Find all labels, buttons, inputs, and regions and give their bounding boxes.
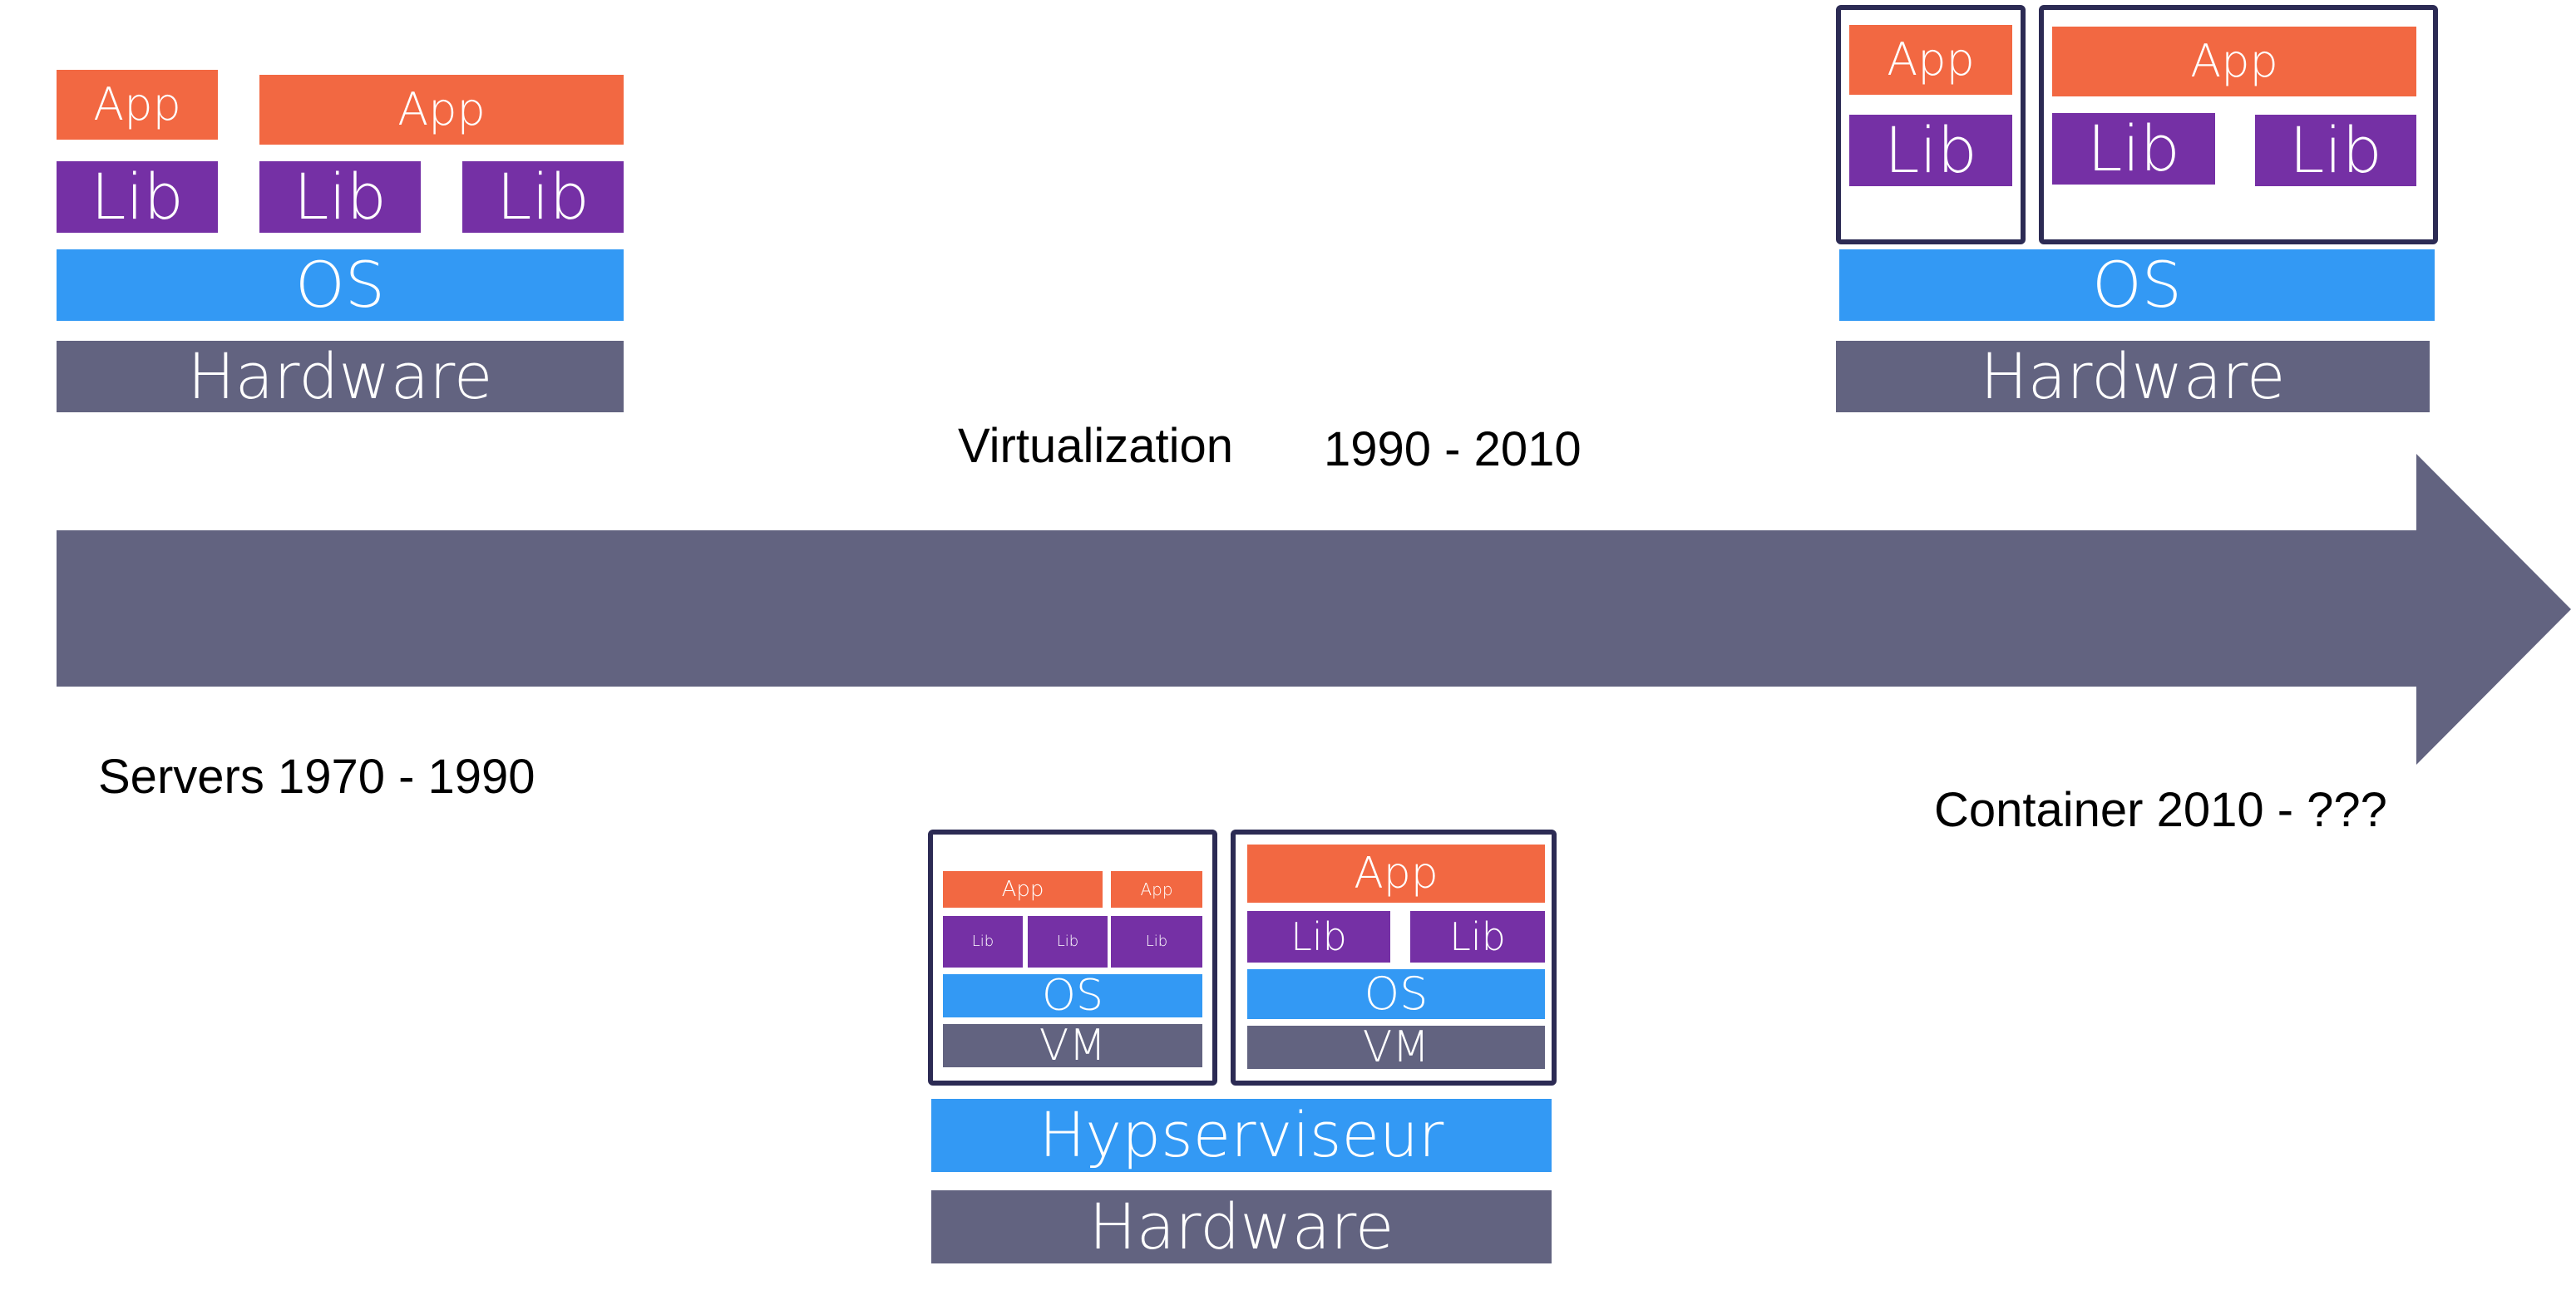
vm-2-vm: VM [1247,1026,1545,1069]
servers-era-label: Servers 1970 - 1990 [98,750,535,804]
vm-1-lib-2: Lib [1028,916,1108,968]
container-2-frame [2039,5,2438,244]
servers-lib-3: Lib [462,161,624,233]
servers-app-2: App [259,75,624,145]
container-hardware: Hardware [1836,341,2430,412]
container-era-label: Container 2010 - ??? [1934,783,2387,837]
vm-1-lib-1: Lib [943,916,1023,968]
virtualization-era-years: 1990 - 2010 [1324,422,1582,476]
virtualization-era-label: Virtualization [958,419,1234,473]
servers-os: OS [57,249,624,321]
virtualization-hardware: Hardware [931,1190,1552,1263]
hypervisor: Hypserviseur [931,1099,1552,1172]
container-1-frame [1836,5,2026,244]
vm-1-os: OS [943,974,1202,1017]
timeline-arrow-shape [57,454,2571,765]
servers-app-1: App [57,70,218,140]
vm-2-frame [1231,830,1557,1086]
vm-1-app-1: App [943,871,1103,908]
container-2-app: App [2052,27,2416,96]
vm-2-app: App [1247,845,1545,903]
vm-1-frame [928,830,1217,1086]
servers-lib-1: Lib [57,161,218,233]
container-os: OS [1839,249,2435,321]
vm-2-lib-1: Lib [1247,911,1390,963]
container-2-lib-2: Lib [2255,115,2416,186]
servers-lib-2: Lib [259,161,421,233]
container-1-lib: Lib [1849,115,2012,186]
vm-1-vm: VM [943,1024,1202,1067]
container-1-app: App [1849,25,2012,95]
container-2-lib-1: Lib [2052,113,2215,185]
vm-2-os: OS [1247,969,1545,1019]
vm-1-app-2: App [1111,871,1202,908]
servers-hardware: Hardware [57,341,624,412]
vm-2-lib-2: Lib [1410,911,1545,963]
vm-1-lib-3: Lib [1111,916,1202,968]
